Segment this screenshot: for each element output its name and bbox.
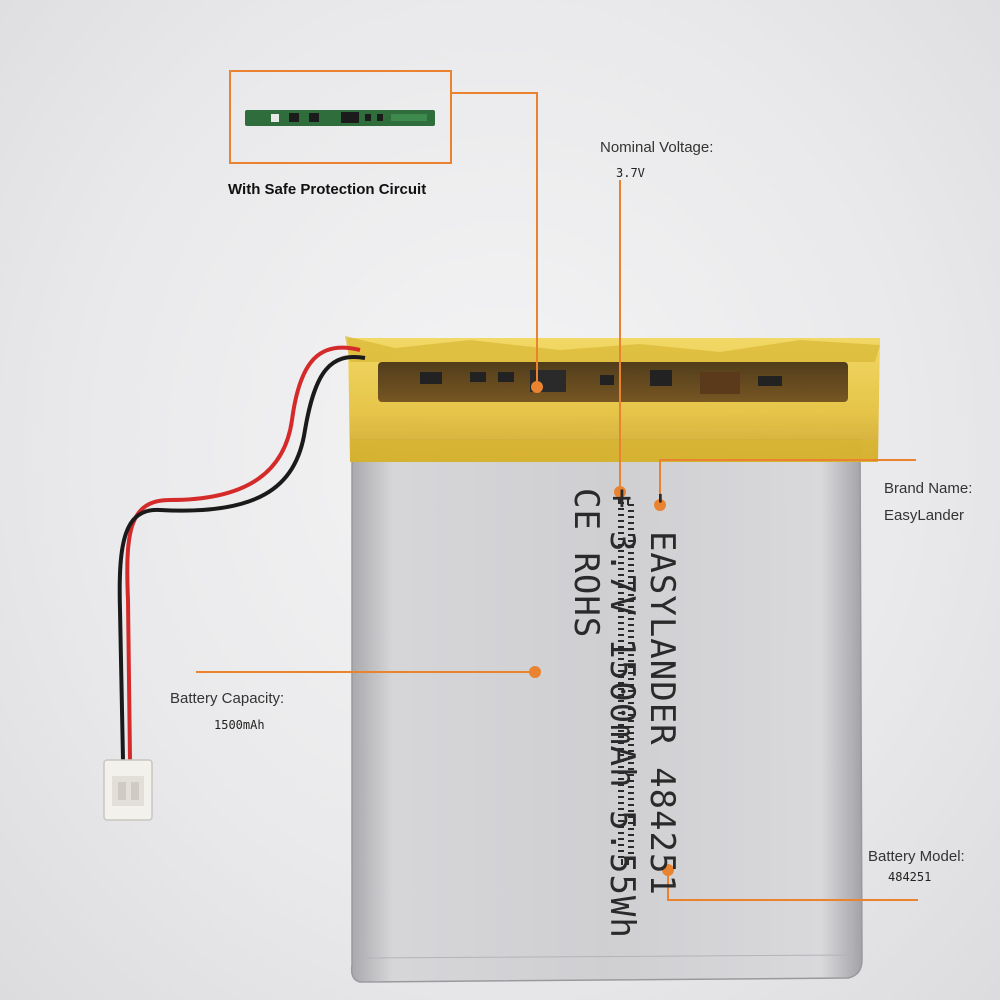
print-marks <box>618 499 634 865</box>
brand-label: Brand Name: <box>884 480 973 497</box>
voltage-label: Nominal Voltage: <box>600 139 714 156</box>
cell-printed-text: - EASYLANDER 484251 + 3.7V 1500mAh 5.55W… <box>566 488 682 939</box>
protection-caption: With Safe Protection Circuit <box>228 181 427 198</box>
jst-connector <box>103 759 153 821</box>
capacity-label: Battery Capacity: <box>170 690 285 707</box>
callout-dots <box>529 381 674 876</box>
protection-board-image <box>245 110 435 126</box>
model-label: Battery Model: <box>868 848 965 865</box>
voltage-value: 3.7V <box>616 166 645 180</box>
callout-lines <box>196 92 918 901</box>
capacity-value: 1500mAh <box>214 718 265 732</box>
lead-wires <box>117 345 366 761</box>
pcb-strip <box>378 362 848 402</box>
battery-cell <box>350 439 863 983</box>
cell-print-line-2: - EASYLANDER 484251 <box>642 488 682 896</box>
cell-print-line-3: CE ROHS <box>566 488 606 639</box>
pcb-inset-frame <box>229 70 452 164</box>
brand-value: EasyLander <box>884 507 965 524</box>
model-value: 484251 <box>888 870 932 884</box>
cell-print-line-1: + 3.7V 1500mAh 5.55Wh <box>602 488 642 939</box>
